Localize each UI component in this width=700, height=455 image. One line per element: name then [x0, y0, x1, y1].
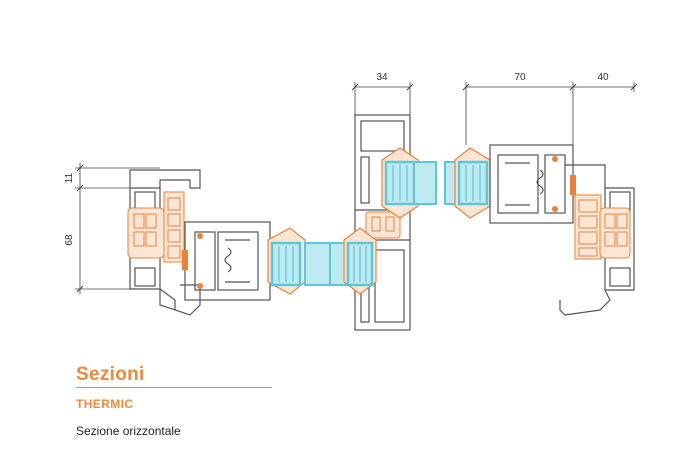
dimension-ticks: [76, 83, 638, 293]
dim-label-70: 70: [514, 72, 526, 83]
center-mullion-profile: [354, 114, 411, 331]
dim-label-68: 68: [64, 234, 75, 246]
left-sash-profile: [184, 221, 271, 301]
title-underline: [76, 387, 272, 388]
left-glass-unit: [267, 227, 332, 295]
center-left-glass-unit: [329, 227, 377, 295]
right-thermal-break: [574, 194, 631, 260]
dim-label-40: 40: [597, 72, 609, 83]
section-caption: Sezione orizzontale: [76, 424, 181, 438]
dim-label-11: 11: [64, 172, 75, 183]
product-subtitle: THERMIC: [76, 397, 134, 411]
right-sash-gaskets: [552, 156, 576, 212]
dimension-lines: [75, 82, 635, 294]
section-title: Sezioni: [76, 364, 145, 385]
center-top-glass-unit: [381, 147, 437, 219]
right-glass-unit: [444, 147, 491, 219]
left-thermal-break: [127, 191, 185, 263]
center-thermal-break: [365, 211, 401, 239]
left-sash-gaskets: [182, 233, 203, 289]
right-sash-profile: [489, 144, 574, 224]
dim-label-34: 34: [376, 72, 388, 83]
